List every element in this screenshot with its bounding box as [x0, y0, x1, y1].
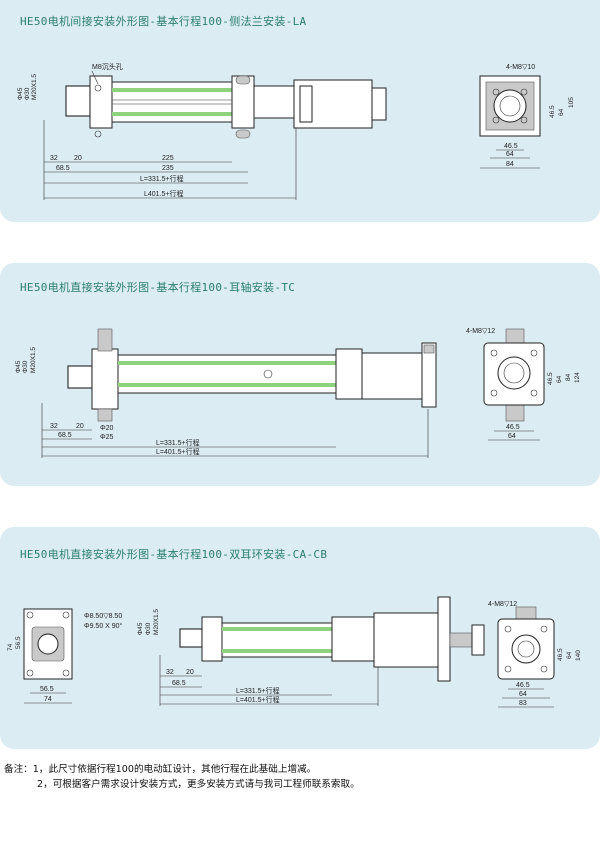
end-view-la — [479, 75, 541, 137]
end-v46: 46.5 — [547, 372, 554, 385]
section-la-panel: HE50电机间接安装外形图-基本行程100-侧法兰安装-LA M8沉头孔 Φ45… — [0, 0, 600, 222]
left-v56: 56.5 — [15, 636, 22, 649]
end-v46: 46.5 — [549, 105, 556, 118]
dim-20: 20 — [74, 155, 82, 162]
end-v105: 105 — [568, 97, 575, 108]
end-v84: 84 — [565, 373, 572, 381]
callout-4-m8: 4-M8▽12 — [488, 601, 517, 608]
cylinder-side-view — [179, 596, 485, 682]
dim-m20: M20X1.5 — [153, 609, 160, 635]
note-line-2: 2，可根据客户需求设计安装方式，更多安装方式请与我司工程师联系索取。 — [37, 779, 360, 790]
dim-235: 235 — [162, 165, 174, 172]
dim-L2: L=401.5+行程 — [236, 695, 280, 704]
dim-68-5: 68.5 — [172, 680, 186, 687]
dim-phi30: Φ30 — [24, 87, 31, 100]
dim-phi30: Φ30 — [145, 622, 152, 635]
dim-68-5: 68.5 — [56, 165, 70, 172]
section-title: HE50电机间接安装外形图-基本行程100-侧法兰安装-LA — [20, 15, 307, 28]
drawing-tc: Φ45 Φ30 M20X1.5 Φ20 Φ25 32 20 68.5 L=331… — [15, 328, 581, 458]
dim-m20: M20X1.5 — [31, 74, 38, 100]
dim-L1: L=331.5+行程 — [236, 686, 280, 695]
end-v64: 64 — [558, 108, 565, 116]
dim-L1: L=331.5+行程 — [140, 174, 184, 183]
dim-32: 32 — [50, 423, 58, 430]
cylinder-side-view — [67, 328, 437, 422]
end-v46: 46.5 — [557, 648, 564, 661]
end-v64: 64 — [556, 375, 563, 383]
left-h56: 56.5 — [40, 686, 54, 693]
note-line-1: 备注：1，此尺寸依据行程100的电动缸设计，其他行程在此基础上增减。 — [4, 764, 317, 775]
end-h64: 64 — [508, 433, 516, 440]
dim-32: 32 — [166, 669, 174, 676]
section-title: HE50电机直接安装外形图-基本行程100-耳轴安装-TC — [20, 281, 296, 294]
drawing-la: M8沉头孔 Φ45 Φ30 M20X1.5 32 20 225 68.5 235… — [17, 62, 575, 200]
callout-4-m8: 4-M8▽12 — [466, 328, 495, 335]
dim-20: 20 — [186, 669, 194, 676]
dim-L2: L=401.5+行程 — [156, 447, 200, 456]
end-h64: 64 — [519, 691, 527, 698]
dim-phi30: Φ30 — [22, 360, 29, 373]
dim-m20: M20X1.5 — [30, 347, 37, 373]
dim-20: 20 — [76, 423, 84, 430]
end-h64: 64 — [506, 151, 514, 158]
callout-m8-hole: M8沉头孔 — [92, 62, 123, 71]
dim-32: 32 — [50, 155, 58, 162]
cylinder-side-view — [65, 75, 387, 139]
section-title: HE50电机直接安装外形图-基本行程100-双耳环安装-CA-CB — [20, 548, 328, 561]
drawing-ca-cb: 74 56.5 56.5 74 Φ8.50▽8.50 Φ9.50 X 90° Φ… — [7, 596, 582, 708]
left-h74: 74 — [44, 696, 52, 703]
dim-phi45: Φ45 — [15, 360, 22, 373]
section-tc-panel: HE50电机直接安装外形图-基本行程100-耳轴安装-TC Φ45 Φ30 M2… — [0, 263, 600, 486]
dim-phi45: Φ45 — [17, 87, 24, 100]
clevis-bracket-view — [23, 608, 73, 680]
end-v64: 64 — [566, 651, 573, 659]
callout-hole-b: Φ9.50 X 90° — [84, 622, 123, 630]
callout-hole-a: Φ8.50▽8.50 — [84, 613, 122, 620]
dim-68-5: 68.5 — [58, 432, 72, 439]
callout-4-m8: 4-M8▽10 — [506, 64, 535, 71]
callout-phi20: Φ20 — [100, 425, 113, 432]
end-view-ca-cb — [497, 606, 555, 680]
dim-L1: L=331.5+行程 — [156, 438, 200, 447]
dim-phi45: Φ45 — [137, 622, 144, 635]
end-h83: 83 — [519, 700, 527, 707]
dim-225: 225 — [162, 155, 174, 162]
section-ca-cb-panel: HE50电机直接安装外形图-基本行程100-双耳环安装-CA-CB 74 56.… — [0, 527, 600, 749]
end-h46: 46.5 — [506, 424, 520, 431]
end-h46: 46.5 — [504, 143, 518, 150]
end-v140: 140 — [575, 650, 582, 661]
left-v74: 74 — [7, 643, 14, 651]
dim-L2: L401.5+行程 — [144, 189, 184, 198]
end-v124: 124 — [574, 372, 581, 383]
notes-block: 备注：1，此尺寸依据行程100的电动缸设计，其他行程在此基础上增减。 2，可根据… — [4, 762, 594, 792]
end-h46: 46.5 — [516, 682, 530, 689]
callout-phi25: Φ25 — [100, 434, 113, 441]
end-h84: 84 — [506, 161, 514, 168]
end-view-tc — [483, 328, 545, 422]
